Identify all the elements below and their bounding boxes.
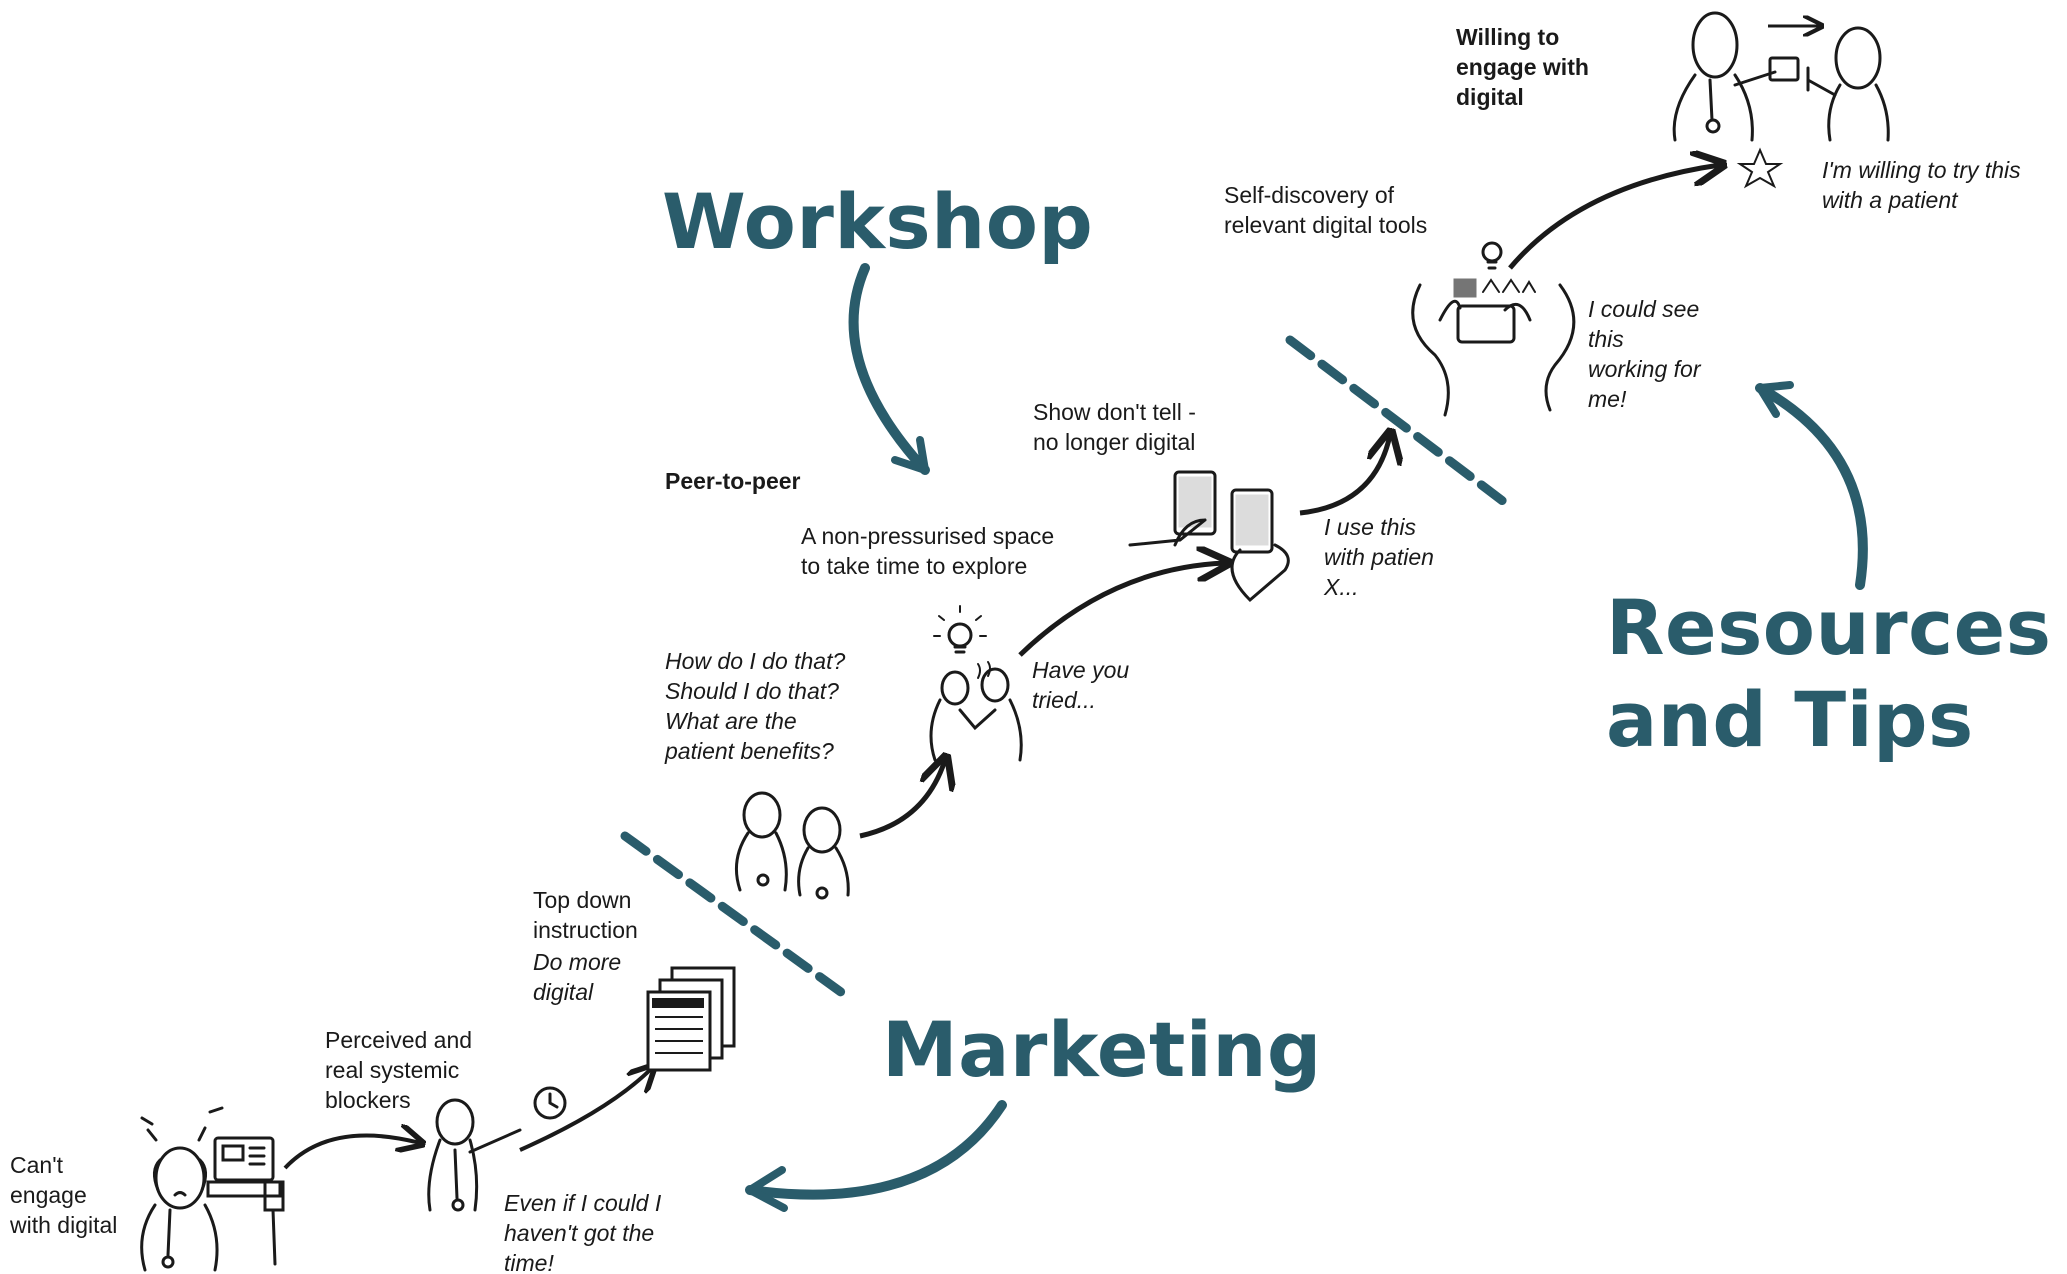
journey-arrow-4: [1018, 563, 1225, 657]
label-have-you: Have you tried...: [1032, 657, 1130, 713]
heading-resources-and-tips: Resources and Tips: [1606, 583, 2052, 764]
handover-people-illustration: [1672, 11, 1890, 189]
hands-phones-illustration: [1128, 470, 1290, 603]
heading-workshop: Workshop: [662, 177, 1094, 266]
divider-line-upper: [1285, 335, 1513, 510]
label-willing: Willing to engage with digital: [1456, 24, 1589, 110]
journey-arrow-1: [283, 1136, 420, 1170]
two-peers-illustration: [734, 791, 850, 900]
label-even-if: Even if I could I haven't got the time!: [504, 1190, 662, 1274]
person-pointing-illustration: [427, 1086, 567, 1212]
documents-stack-illustration: [646, 966, 736, 1072]
label-top-down: Top down instruction: [533, 887, 638, 943]
workshop-arrow: [848, 263, 930, 475]
label-do-more: Do more digital: [533, 949, 622, 1005]
collaboration-hands-illustration: [1411, 241, 1576, 417]
stressed-person-illustration: [140, 1106, 285, 1272]
label-show-dont-tell: Show don't tell - no longer digital: [1033, 399, 1196, 455]
label-i-could-see: I could see this working for me!: [1588, 296, 1701, 412]
resources-arrow: [1755, 381, 1868, 590]
label-non-pressurised: A non-pressurised space to take time to …: [801, 523, 1055, 579]
label-cant-engage: Can't engage with digital: [10, 1152, 118, 1238]
label-blockers: Perceived and real systemic blockers: [325, 1027, 473, 1113]
label-peer-to-peer: Peer-to-peer: [665, 468, 801, 494]
label-how-do: How do I do that? Should I do that? What…: [665, 648, 846, 764]
marketing-arrow: [745, 1100, 1007, 1212]
journey-arrow-3: [859, 760, 945, 839]
heading-marketing: Marketing: [882, 1005, 1322, 1094]
journey-arrow-5: [1299, 435, 1390, 516]
journey-arrow-6: [1508, 165, 1720, 270]
label-i-use-this: I use this with patien X...: [1324, 514, 1434, 600]
label-self-discovery: Self-discovery of relevant digital tools: [1224, 182, 1428, 238]
label-im-willing: I'm willing to try this with a patient: [1822, 157, 2021, 213]
divider-line-lower: [620, 831, 850, 1000]
group-idea-illustration: [929, 605, 1023, 762]
journey-arrow-2: [519, 1068, 652, 1152]
